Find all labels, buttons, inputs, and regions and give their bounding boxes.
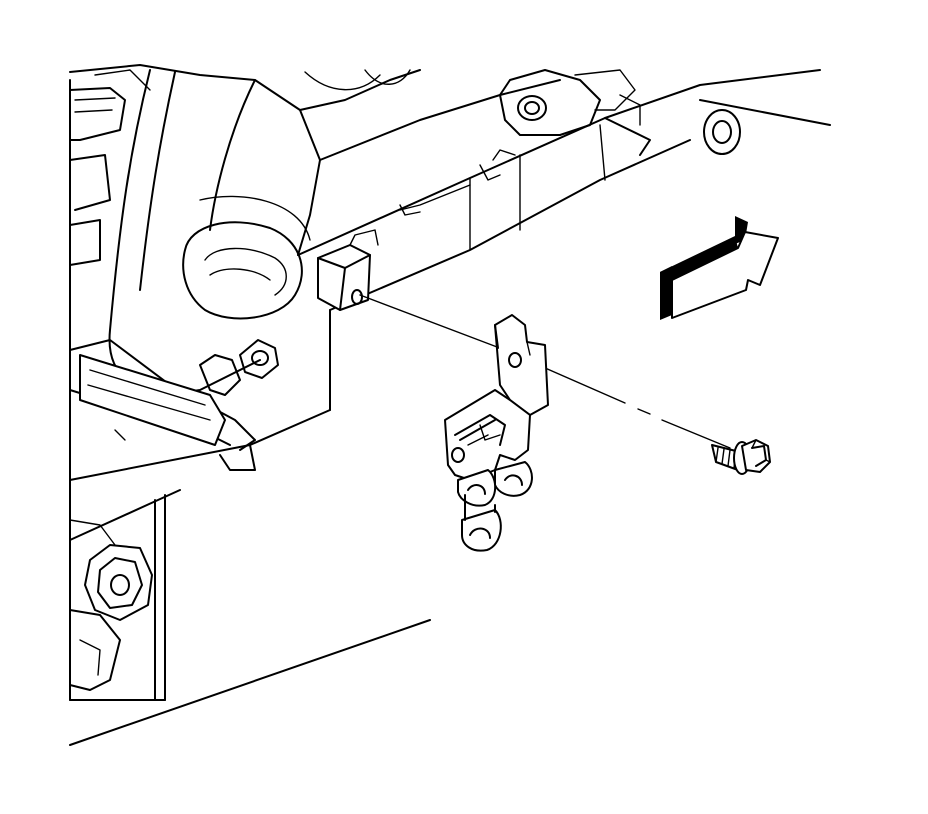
steering-column-housing bbox=[69, 64, 831, 746]
mounting-bracket bbox=[444, 314, 549, 552]
direction-arrow-icon bbox=[671, 231, 779, 319]
direction-arrow bbox=[660, 216, 779, 320]
retaining-bolt bbox=[711, 439, 771, 475]
